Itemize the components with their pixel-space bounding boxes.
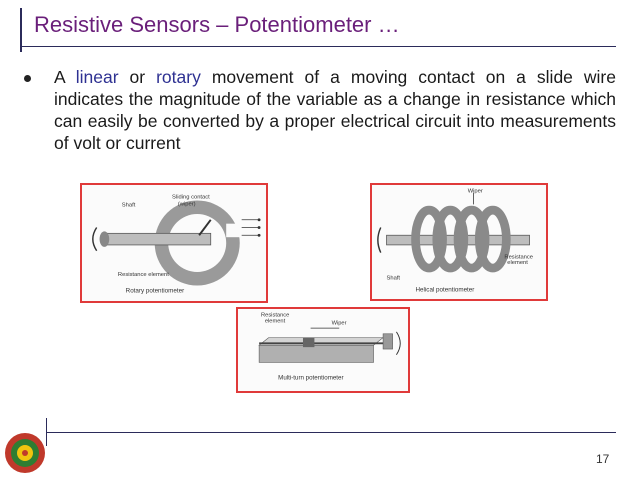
label-shaft: Shaft <box>387 276 401 282</box>
bullet-text: A linear or rotary movement of a moving … <box>54 66 616 154</box>
university-seal-icon <box>4 432 46 474</box>
figure-helical-potentiometer: Wiper Resistance element Shaft Helical p… <box>370 183 548 301</box>
figure-multiturn-potentiometer: Resistance element Wiper Multi-turn pote… <box>236 307 410 393</box>
footer-divider <box>46 432 616 433</box>
page-number: 17 <box>596 452 610 466</box>
caption-rotary: Rotary potentiometer <box>126 287 185 294</box>
keyword-linear: linear <box>75 67 119 87</box>
label-wiper: (wiper) <box>178 201 196 207</box>
label-resistance: Resistance <box>504 254 533 260</box>
helical-potentiometer-illustration: Wiper Resistance element Shaft Helical p… <box>377 189 533 293</box>
caption-helical: Helical potentiometer <box>416 286 475 293</box>
label-element: element <box>507 260 528 266</box>
title-divider <box>20 46 616 47</box>
bullet-text-part: movement of a moving contact on a slide … <box>54 67 616 153</box>
label-resistance-element: Resistance element <box>118 272 169 278</box>
caption-multiturn: Multi-turn potentiometer <box>278 375 343 382</box>
label-shaft: Shaft <box>122 202 136 208</box>
multiturn-potentiometer-illustration: Resistance element Wiper Multi-turn pote… <box>258 313 401 382</box>
rotary-potentiometer-illustration: Sliding contact (wiper) Shaft Resistance… <box>92 195 261 294</box>
label-element: element <box>265 318 286 324</box>
title-accent-bar <box>20 8 22 52</box>
label-sliding-contact: Sliding contact <box>172 195 210 201</box>
bullet-text-part: A <box>54 67 76 87</box>
label-wiper: Wiper <box>332 320 347 326</box>
slide-title: Resistive Sensors – Potentiometer … <box>34 12 400 37</box>
keyword-rotary: rotary <box>156 67 201 87</box>
bullet-text-part: or <box>118 67 157 87</box>
label-wiper: Wiper <box>468 189 483 195</box>
bullet-dot-icon <box>24 75 31 82</box>
bullet-point: A linear or rotary movement of a moving … <box>24 66 616 154</box>
figure-rotary-potentiometer: Sliding contact (wiper) Shaft Resistance… <box>80 183 268 303</box>
label-resistance: Resistance <box>261 313 289 319</box>
